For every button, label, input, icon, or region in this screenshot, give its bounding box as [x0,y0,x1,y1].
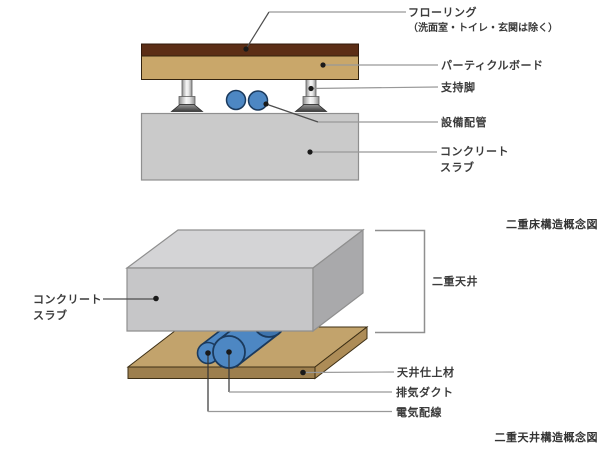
label-concrete-slab-bottom: コンクリート スラブ [33,292,102,324]
label-flooring-block: フローリング （洗面室・トイレ・玄関は除く） [408,5,558,37]
leader-dot-electrical [205,350,211,356]
label-ceiling-finish: 天井仕上材 [397,365,455,379]
label-support-leg: 支持脚 [441,81,476,94]
label-double-ceiling: 二重天井 [432,275,478,288]
label-concrete-slab-top: コンクリート スラブ [440,144,509,176]
leader-lines-ceiling [103,295,395,413]
equipment-pipe-left [225,89,247,111]
label-electrical-wiring: 電気配線 [396,405,442,419]
leader-dot-flooring [243,46,249,52]
flooring-layer [141,43,359,57]
label-concrete-line2: スラブ [440,161,475,174]
leader-dot-exhaust-duct [226,349,232,355]
leader-dot-slab [307,149,313,155]
label-equipment-piping: 設備配管 [441,115,487,129]
concrete-slab [140,112,360,181]
double-ceiling-bracket [375,229,426,334]
label-concrete-line1: コンクリート [440,145,509,158]
leader-dot-support-leg [308,85,314,92]
ceiling-structure-diagram [103,228,426,413]
leader-dot-ceiling-finish [300,369,306,376]
caption-floor-structure: 二重床構造概念図 [506,218,598,231]
support-leg-left [170,78,204,112]
label-flooring-note: （洗面室・トイレ・玄関は除く） [408,23,558,34]
particle-board-layer [141,55,359,80]
label-concrete2-line2: スラブ [33,309,68,322]
label-exhaust-duct: 排気ダクト [396,385,454,399]
label-particle-board: パーティクルボード [441,59,544,72]
equipment-pipe-right [247,90,269,111]
support-leg-right [294,78,328,112]
label-concrete2-line1: コンクリート [33,293,102,306]
leader-dot-particle-board [320,62,326,68]
floor-structure-diagram [140,11,439,181]
leader-dot-piping [263,101,269,107]
leader-dot-slab-bottom [153,295,159,302]
leader-lines-floor [243,11,439,155]
concrete-slab-box [125,228,365,333]
label-flooring: フローリング [408,6,477,19]
caption-ceiling-structure: 二重天井構造概念図 [494,431,598,444]
